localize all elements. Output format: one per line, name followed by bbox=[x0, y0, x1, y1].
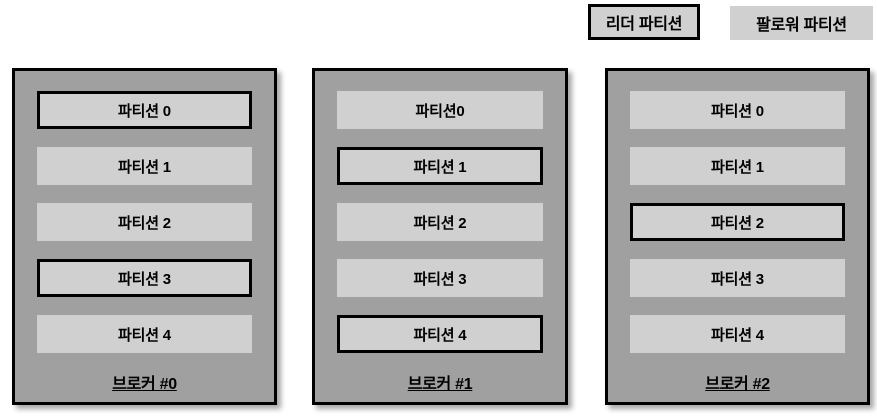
legend-leader-label: 리더 파티션 bbox=[605, 16, 683, 33]
legend-follower-label: 팔로워 파티션 bbox=[756, 17, 847, 34]
partition-row: 파티션 3 bbox=[337, 259, 543, 297]
legend-leader-chip: 리더 파티션 bbox=[588, 4, 700, 40]
partition-row: 파티션 1 bbox=[630, 147, 845, 185]
broker-card-1: 파티션0 파티션 1 파티션 2 파티션 3 파티션 4 브로커 #1 bbox=[312, 68, 568, 405]
partition-row: 파티션 2 bbox=[37, 203, 252, 241]
partition-list-2: 파티션 0 파티션 1 파티션 2 파티션 3 파티션 4 bbox=[630, 91, 845, 371]
partition-label: 파티션 4 bbox=[711, 326, 764, 344]
partition-row: 파티션 0 bbox=[37, 91, 252, 129]
partition-row: 파티션 2 bbox=[630, 203, 845, 241]
partition-row: 파티션 4 bbox=[337, 315, 543, 353]
broker-label-0: 브로커 #0 bbox=[112, 376, 177, 393]
partition-row: 파티션 1 bbox=[337, 147, 543, 185]
partition-label: 파티션 0 bbox=[711, 102, 764, 120]
legend: 리더 파티션 팔로워 파티션 bbox=[588, 4, 873, 42]
partition-row: 파티션 1 bbox=[37, 147, 252, 185]
partition-row: 파티션 4 bbox=[37, 315, 252, 353]
partition-list-1: 파티션0 파티션 1 파티션 2 파티션 3 파티션 4 bbox=[337, 91, 543, 371]
partition-label: 파티션 1 bbox=[711, 158, 764, 176]
partition-list-0: 파티션 0 파티션 1 파티션 2 파티션 3 파티션 4 bbox=[37, 91, 252, 371]
partition-label: 파티션 3 bbox=[711, 270, 764, 288]
partition-label: 파티션 3 bbox=[413, 270, 467, 288]
broker-card-2: 파티션 0 파티션 1 파티션 2 파티션 3 파티션 4 브로커 #2 bbox=[605, 68, 870, 405]
partition-label: 파티션 4 bbox=[413, 326, 467, 344]
partition-row: 파티션 0 bbox=[630, 91, 845, 129]
partition-row: 파티션0 bbox=[337, 91, 543, 129]
partition-label: 파티션 1 bbox=[118, 158, 171, 176]
partition-label: 파티션 2 bbox=[711, 214, 764, 232]
partition-row: 파티션 2 bbox=[337, 203, 543, 241]
partition-label: 파티션 3 bbox=[118, 270, 171, 288]
partition-row: 파티션 4 bbox=[630, 315, 845, 353]
partition-label: 파티션 4 bbox=[118, 326, 171, 344]
partition-label: 파티션 0 bbox=[118, 102, 171, 120]
partition-label: 파티션 1 bbox=[413, 158, 467, 176]
broker-label-2: 브로커 #2 bbox=[705, 376, 770, 393]
partition-label: 파티션 2 bbox=[118, 214, 171, 232]
partition-label: 파티션 2 bbox=[413, 214, 467, 232]
broker-label-1: 브로커 #1 bbox=[407, 376, 473, 393]
partition-row: 파티션 3 bbox=[630, 259, 845, 297]
partition-label: 파티션0 bbox=[415, 102, 465, 120]
partition-row: 파티션 3 bbox=[37, 259, 252, 297]
broker-card-0: 파티션 0 파티션 1 파티션 2 파티션 3 파티션 4 브로커 #0 bbox=[12, 68, 277, 405]
legend-follower-chip: 팔로워 파티션 bbox=[730, 6, 873, 40]
